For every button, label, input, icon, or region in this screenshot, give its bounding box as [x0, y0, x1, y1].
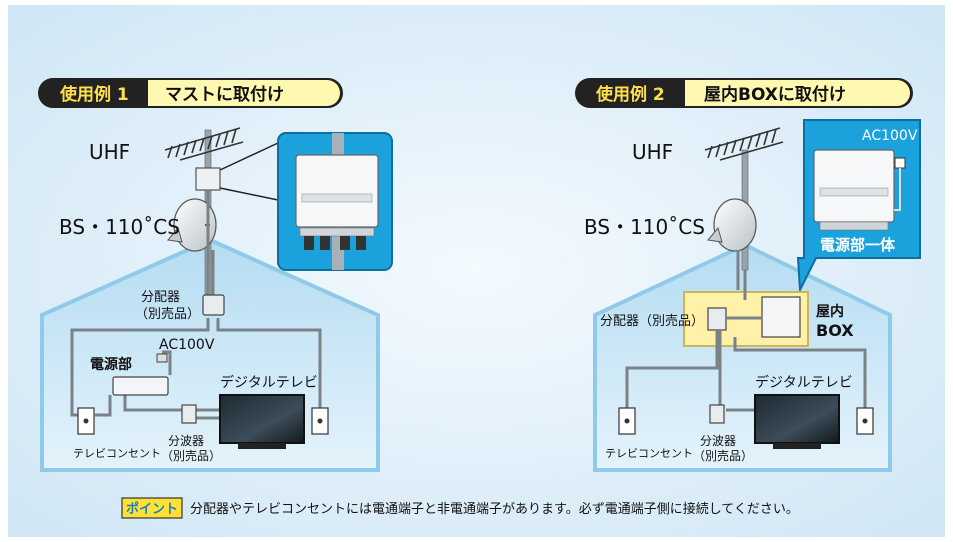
example1-booster-zoom	[277, 132, 393, 271]
example2-power-integrated-label: 電源部一体	[820, 236, 896, 254]
point-badge-label: ポイント	[126, 501, 178, 517]
example2-title: 屋内BOXに取付け	[704, 84, 846, 105]
example2-tv-icon	[754, 394, 840, 449]
example1-outlet-label: テレビコンセント	[73, 447, 161, 460]
example1-tv-icon	[219, 394, 305, 449]
example1-cables	[70, 190, 322, 420]
example1-diplexer-icon	[181, 404, 197, 424]
example2-group: 使用例 2 屋内BOXに取付け UHF BS・110˚CS	[575, 78, 921, 472]
example1-splitter-note: （別売品）	[135, 306, 200, 322]
example1-callout-line	[219, 142, 279, 171]
example2-outlet-label: テレビコンセント	[605, 447, 693, 460]
example1-power-label: 電源部	[90, 356, 132, 373]
example2-splitter-label: 分配器（別売品）	[600, 313, 704, 329]
example2-title-pill: 使用例 2 屋内BOXに取付け	[575, 78, 913, 108]
example1-group: 使用例 1 マストに取付け UHF	[38, 78, 393, 472]
example2-tag: 使用例 2	[595, 84, 665, 105]
example2-splitter-icon	[707, 307, 727, 331]
example2-bs-dish-icon	[707, 198, 757, 252]
example1-booster-icon	[195, 167, 221, 191]
example2-box-label-2: BOX	[816, 321, 854, 340]
example1-diplexer-note: （別売品）	[161, 448, 221, 463]
example2-uhf-antenna-icon	[704, 127, 784, 161]
example2-diplexer-note: （別売品）	[693, 448, 753, 463]
example2-booster-icon	[761, 296, 801, 338]
example1-bs-label: BS・110˚CS	[59, 215, 180, 239]
example2-tv-label: デジタルテレビ	[755, 374, 853, 391]
example1-tv-label: デジタルテレビ	[220, 374, 318, 391]
example2-booster-zoom: AC100V 電源部一体	[796, 119, 921, 294]
example1-bs-dish-icon	[167, 198, 217, 252]
example1-ac-label: AC100V	[159, 337, 215, 353]
example1-tag: 使用例 1	[59, 84, 129, 105]
example2-diplexer-label: 分波器	[700, 434, 736, 448]
point-note-text: 分配器やテレビコンセントには電通端子と非電通端子があります。必ず電通端子側に接続…	[190, 501, 799, 517]
point-badge	[121, 497, 183, 519]
example1-splitter-icon	[202, 294, 225, 316]
example1-title: マストに取付け	[165, 84, 284, 105]
example2-ac-label: AC100V	[862, 128, 918, 144]
example1-diplexer-label: 分波器	[168, 434, 204, 448]
example1-plug-icon	[156, 353, 168, 363]
example1-uhf-label: UHF	[89, 140, 130, 164]
example2-box-label: 屋内	[816, 303, 844, 320]
example1-power-unit-icon	[112, 376, 169, 396]
example2-uhf-label: UHF	[632, 140, 673, 164]
example1-splitter-label: 分配器	[141, 290, 180, 305]
point-note: ポイント 分配器やテレビコンセントには電通端子と非電通端子があります。必ず電通端…	[121, 497, 799, 519]
example2-bs-label: BS・110˚CS	[584, 215, 705, 239]
example2-diplexer-icon	[709, 404, 725, 424]
example1-title-pill: 使用例 1 マストに取付け	[38, 78, 343, 108]
example1-uhf-antenna-icon	[164, 127, 244, 161]
